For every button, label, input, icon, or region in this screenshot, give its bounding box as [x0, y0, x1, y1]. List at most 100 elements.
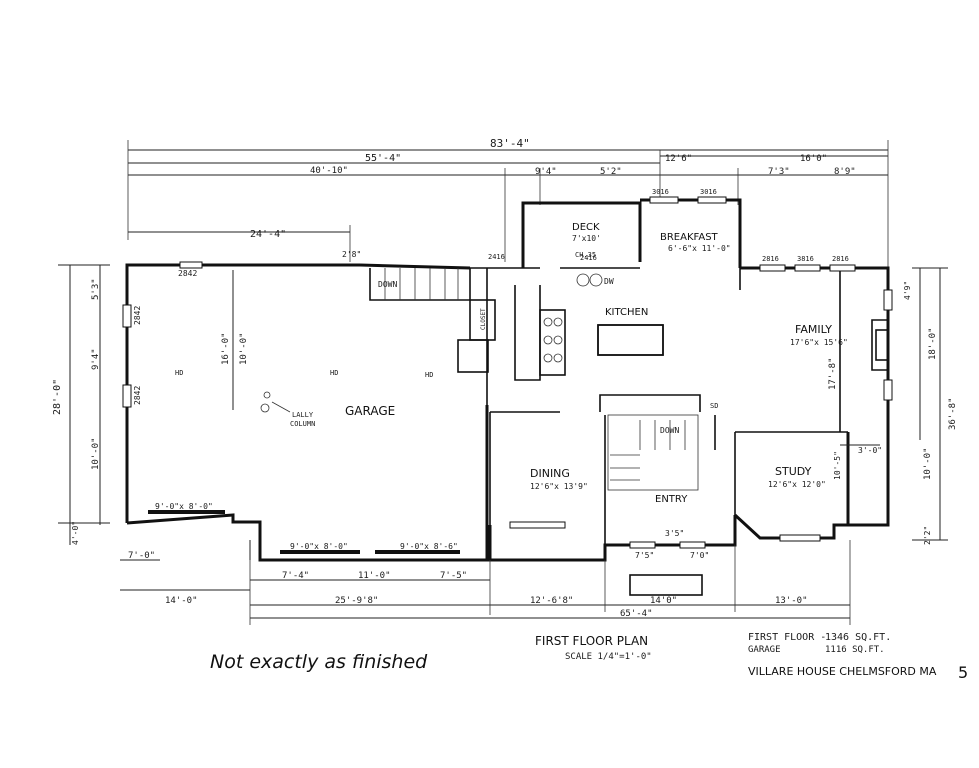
- fix-hd2: HD: [330, 369, 338, 377]
- page-number: 5: [958, 663, 968, 682]
- title-first-floor-val: 1346 SQ.FT.: [825, 632, 891, 643]
- exterior-walls: [125, 198, 890, 562]
- dim-7-3: 7'3": [768, 167, 790, 177]
- win-2416a: 2416: [488, 253, 505, 261]
- dim-b-25: 25'-9'8": [335, 596, 378, 606]
- dim-total: 83'-4": [490, 137, 530, 150]
- room-kitchen: KITCHEN: [605, 307, 648, 318]
- room-deck-size: 7'x10': [572, 234, 601, 243]
- title-first-floor-label: FIRST FLOOR -: [748, 632, 826, 643]
- fix-lally: LALLY: [292, 411, 314, 419]
- dim-left-14: 14'-0": [165, 596, 198, 606]
- dim-b-7-0b: 7'0": [690, 551, 709, 560]
- win-2816b: 2816: [832, 255, 849, 263]
- dim-right-18: 18'-0": [928, 327, 938, 360]
- dim-b-13: 13'-0": [775, 596, 808, 606]
- dim-r-3-0: 3'-0": [858, 446, 882, 455]
- fix-down1: DOWN: [378, 280, 397, 289]
- win-2816a: 2816: [762, 255, 779, 263]
- room-breakfast: BREAKFAST: [660, 232, 719, 243]
- left-dimension-lines: [58, 264, 251, 591]
- dim-left-10: 10'-0": [91, 437, 101, 470]
- top-dimension-lines: [127, 140, 889, 270]
- room-deck: DECK: [572, 222, 600, 233]
- dim-b-14: 14'0": [650, 596, 677, 606]
- win-2416b: 2416: [580, 254, 597, 262]
- dim-left-28: 28'-0": [52, 379, 63, 415]
- dim-b-door2: 9'-0"x 8'-0": [155, 502, 213, 511]
- dim-g10: 10'-0": [239, 332, 249, 365]
- dim-b-7-4: 7'-4": [282, 571, 309, 581]
- room-study: STUDY: [775, 465, 812, 478]
- dim-b-7-5: 7'-5": [440, 571, 467, 581]
- fix-hd1: HD: [175, 369, 183, 377]
- dim-st-10: 10'-5": [833, 451, 842, 480]
- dim-b-65: 65'-4": [620, 609, 653, 619]
- garage-doors: [148, 510, 460, 554]
- dim-left-7: 7'-0": [128, 551, 155, 561]
- dim-b-7-5b: 7'5": [635, 551, 654, 560]
- room-family-size: 17'6"x 15'6": [790, 338, 848, 347]
- title-garage-label: GARAGE: [748, 645, 781, 655]
- right-dimension-lines: [840, 267, 948, 541]
- fix-dw: DW: [604, 277, 614, 286]
- title-garage-val: 1116 SQ.FT.: [825, 645, 885, 655]
- garage-stair-treads: [384, 268, 459, 300]
- dim-16: 16'0": [800, 154, 827, 164]
- dim-b-11: 11'-0": [358, 571, 391, 581]
- fix-chess: CH.35: [575, 251, 596, 259]
- dim-left-4: 4'-0": [71, 521, 80, 545]
- kitchen-island: [597, 324, 664, 356]
- range-burners: [543, 317, 563, 363]
- room-breakfast-size: 6'-6"x 11'-0": [668, 244, 731, 253]
- room-family: FAMILY: [795, 323, 832, 336]
- dim-55: 55'-4": [365, 153, 401, 164]
- room-study-size: 12'6"x 12'0": [768, 480, 826, 489]
- dim-2-8: 2'8": [342, 250, 361, 259]
- win-2842b: 2842: [133, 306, 142, 325]
- dim-b-12: 12'-6'8": [530, 596, 573, 606]
- fix-closet: CLOSET: [480, 308, 487, 330]
- dim-right-10: 10'-0": [923, 447, 933, 480]
- dim-right-22: 2'2": [923, 526, 932, 545]
- handwritten-note: Not exactly as finished: [210, 651, 428, 673]
- fix-down2: DOWN: [660, 426, 679, 435]
- bottom-dimension-lines: [249, 540, 851, 625]
- dim-r-4-9: 4'9": [903, 281, 912, 300]
- interior-walls: [369, 267, 889, 545]
- dim-b-door1: 9'-0"x 8'-0": [290, 542, 348, 551]
- win-2842c: 2842: [133, 386, 142, 405]
- room-dining-size: 12'6"x 13'9": [530, 482, 588, 491]
- dim-g16: 16'-0": [221, 332, 231, 365]
- entry-steps: [629, 574, 703, 596]
- dim-left-5-3: 5'3": [91, 278, 101, 300]
- dim-5-2: 5'2": [600, 167, 622, 177]
- dim-40: 40'-10": [310, 166, 348, 176]
- sink: [576, 273, 603, 287]
- room-dining: DINING: [530, 467, 570, 480]
- title-scale: SCALE 1/4"=1'-0": [565, 652, 652, 662]
- lally-leader: [271, 401, 291, 413]
- title-plan: FIRST FLOOR PLAN: [535, 634, 648, 648]
- dim-b-3-5: 3'5": [665, 529, 684, 538]
- dim-9-4: 9'4": [535, 167, 557, 177]
- win-3016a: 3016: [652, 188, 669, 196]
- main-stair-treads: [607, 414, 699, 491]
- fix-hd3: HD: [425, 371, 433, 379]
- window-marks: [122, 196, 893, 549]
- lally-column-mark: [260, 403, 270, 413]
- room-entry: ENTRY: [655, 494, 688, 505]
- dim-b-door3: 9'-0"x 8'-6": [400, 542, 458, 551]
- dim-fam-17: 17'-8": [828, 357, 838, 390]
- title-house: VILLARE HOUSE CHELMSFORD MA: [748, 665, 937, 678]
- fix-column: COLUMN: [290, 420, 315, 428]
- fix-sd: SD: [710, 402, 718, 410]
- dim-12: 12'6": [665, 154, 692, 164]
- dim-left-9-4: 9'4": [91, 348, 101, 370]
- win-2842a: 2842: [178, 269, 197, 278]
- win-3816: 3816: [797, 255, 814, 263]
- dim-right-36: 36'-8": [948, 397, 958, 430]
- lally-column-mark-2: [263, 391, 271, 399]
- room-garage: GARAGE: [345, 404, 395, 418]
- win-3016b: 3016: [700, 188, 717, 196]
